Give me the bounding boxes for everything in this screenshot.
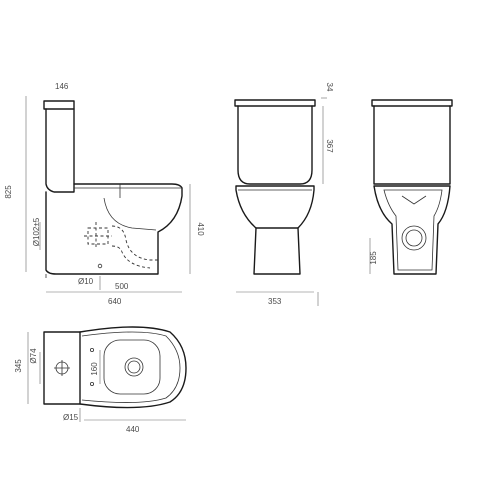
label-146: 146 xyxy=(55,82,69,91)
label-160: 160 xyxy=(90,362,99,376)
rear-outlet-recess xyxy=(383,189,443,271)
side-trap-inner xyxy=(103,197,157,231)
rear-outlet-pipe-inner xyxy=(405,229,423,247)
label-10: Ø10 xyxy=(78,277,94,286)
side-hidden-outlet-box xyxy=(87,227,109,245)
rear-cistern-lid xyxy=(371,99,453,107)
front-pedestal xyxy=(253,227,301,275)
label-102: Ø102±5 xyxy=(32,217,41,246)
front-view: 34 367 353 xyxy=(234,83,334,306)
top-inlet-crosshair xyxy=(54,360,70,376)
label-640: 640 xyxy=(108,297,122,306)
side-hidden-trap xyxy=(84,222,158,269)
side-fixing-hole xyxy=(97,263,103,269)
front-bowl xyxy=(235,185,315,229)
top-fixing-hole-upper xyxy=(90,347,95,352)
side-cistern-lid xyxy=(43,100,75,110)
top-pan-rim xyxy=(81,331,181,403)
label-410: 410 xyxy=(196,222,205,236)
label-185: 185 xyxy=(369,251,378,265)
top-water-hole-inner xyxy=(127,360,141,374)
side-pan xyxy=(45,183,183,275)
label-74: Ø74 xyxy=(29,348,38,364)
side-view: 146 825 Ø102±5 410 Ø10 500 640 xyxy=(4,82,205,306)
rear-cistern xyxy=(373,105,451,185)
label-825: 825 xyxy=(4,185,13,199)
label-15: Ø15 xyxy=(63,413,79,422)
rear-view: 185 xyxy=(369,99,453,275)
top-view: Ø74 345 160 Ø15 440 xyxy=(14,326,187,434)
label-367: 367 xyxy=(325,139,334,153)
label-345: 345 xyxy=(14,359,23,373)
rear-outlet-notch xyxy=(401,195,427,205)
label-353: 353 xyxy=(268,297,282,306)
front-cistern-lid xyxy=(234,99,316,107)
top-bowl xyxy=(103,339,161,395)
rear-outlet-pipe-outer xyxy=(401,225,427,251)
top-fixing-hole-lower xyxy=(90,381,95,386)
top-water-hole xyxy=(124,357,144,377)
side-cistern xyxy=(45,108,75,193)
rear-bowl xyxy=(373,185,451,275)
front-cistern xyxy=(237,105,313,185)
label-500: 500 xyxy=(115,282,129,291)
label-440: 440 xyxy=(126,425,140,434)
top-pan xyxy=(79,326,187,409)
label-34: 34 xyxy=(325,83,334,92)
